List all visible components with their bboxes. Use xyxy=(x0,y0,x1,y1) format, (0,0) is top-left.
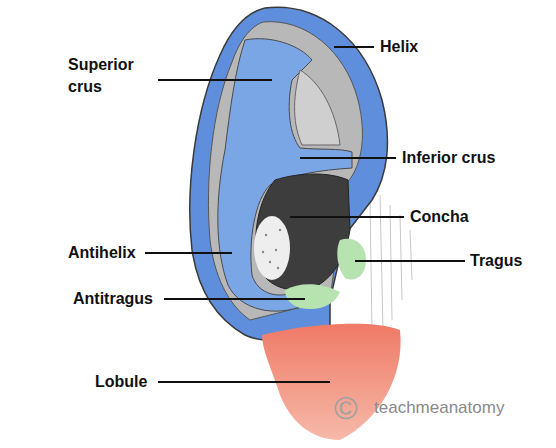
antitragus-region xyxy=(285,284,340,309)
part-label: Antihelix xyxy=(68,242,136,264)
part-label: Lobule xyxy=(95,371,147,393)
concha-speckle xyxy=(262,229,281,269)
part-label: Concha xyxy=(410,206,469,228)
triangular-fossa xyxy=(295,70,340,145)
tragus-region xyxy=(337,239,366,280)
part-label: Tragus xyxy=(470,250,522,272)
part-label: Helix xyxy=(380,36,418,58)
part-label: Superior crus xyxy=(68,54,156,98)
copyright-mark: © xyxy=(334,391,358,425)
concha-highlight xyxy=(254,216,290,280)
part-label: Inferior crus xyxy=(402,147,495,169)
helix-region xyxy=(190,7,388,340)
watermark: teachmeanatomy xyxy=(374,397,504,419)
scapha-region xyxy=(208,22,362,320)
part-label: Antitragus xyxy=(73,288,153,310)
face-hatching xyxy=(370,195,412,330)
